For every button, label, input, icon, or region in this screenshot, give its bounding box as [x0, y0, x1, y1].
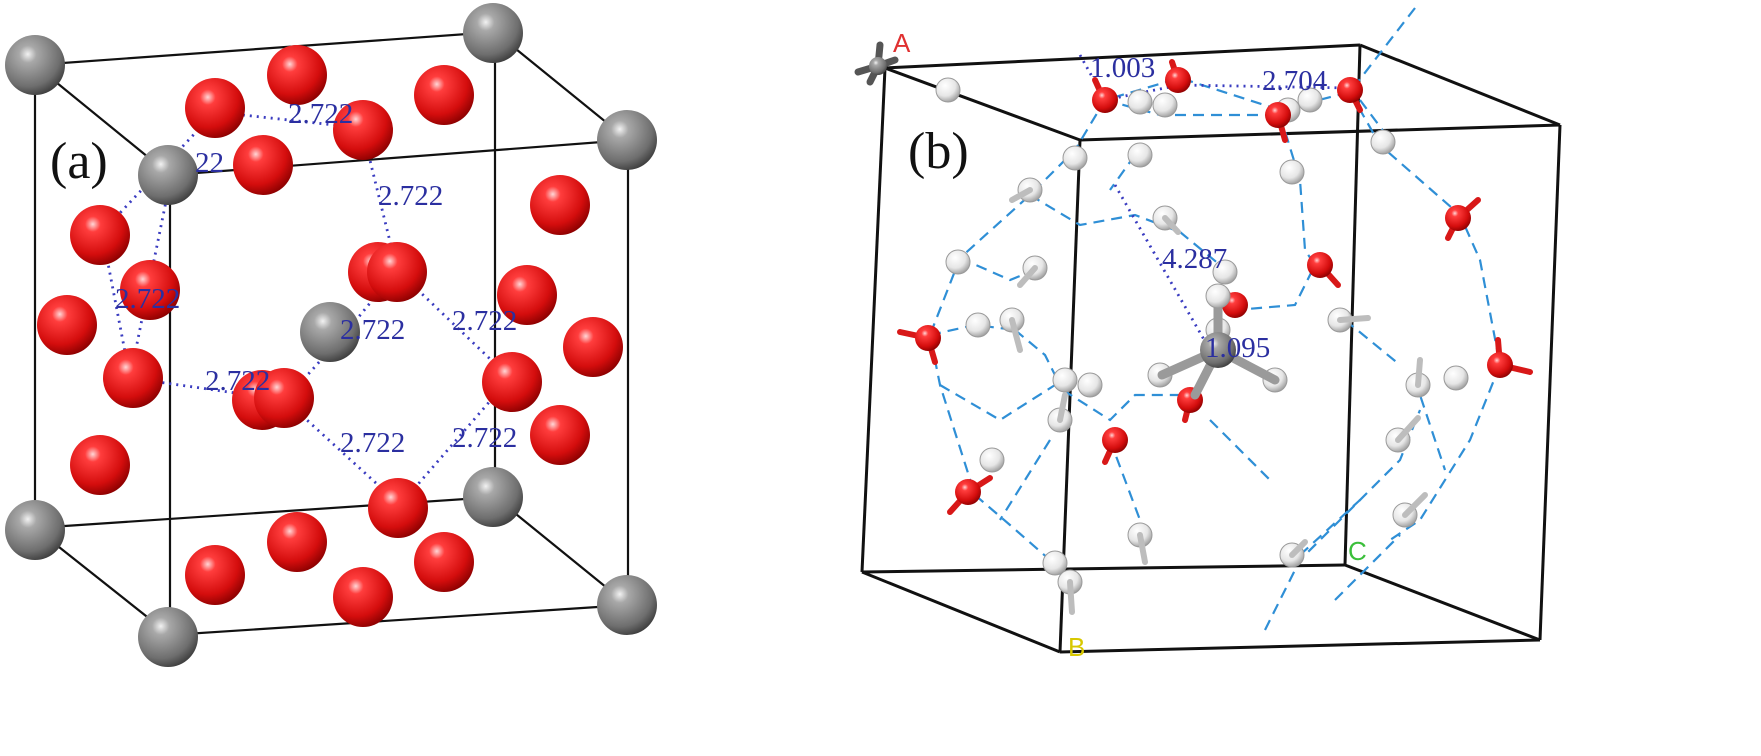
axis-label-a: A: [893, 28, 911, 58]
distance-label: 2.722: [340, 427, 405, 459]
distance-label: 2.722: [452, 305, 517, 337]
oxygen-atoms-a: [37, 45, 623, 627]
distance-label: 2.722: [205, 365, 270, 397]
distance-label: 2.722: [115, 283, 180, 315]
distance-label: 2.722: [378, 180, 443, 212]
methane-atoms-a: [5, 3, 657, 667]
distance-label: 1.095: [1205, 332, 1270, 364]
distance-label: 2.722: [340, 314, 405, 346]
distance-label: 2.722: [288, 98, 353, 130]
distance-labels-a: 2.722 2.722 2.722 2.722 2.722 2.722 2.72…: [115, 98, 517, 459]
distance-label: 2.704: [1262, 65, 1328, 97]
distance-label: 22: [195, 147, 224, 179]
distance-labels-b: 1.003 2.704 4.287 1.095: [1090, 52, 1328, 364]
distance-label: 1.003: [1090, 52, 1155, 84]
panel-label-a: (a): [50, 133, 108, 190]
central-methane: [1157, 283, 1280, 400]
unit-cell-b: [860, 43, 1562, 654]
axis-label-c: C: [1348, 536, 1367, 566]
unit-cell-a: [33, 30, 630, 637]
panel-a: 2.722 2.722 2.722 2.722 2.722 2.722 2.72…: [5, 3, 657, 667]
axis-label-b: B: [1068, 632, 1085, 662]
axes-origin: [854, 41, 899, 86]
distance-label: 2.722: [452, 422, 517, 454]
water-hydrogens: [935, 77, 1469, 615]
panel-label-b: (b): [908, 123, 969, 180]
panel-b: 1.003 2.704 4.287 1.095 A B C (b): [854, 7, 1562, 662]
distance-label: 4.287: [1162, 243, 1227, 275]
